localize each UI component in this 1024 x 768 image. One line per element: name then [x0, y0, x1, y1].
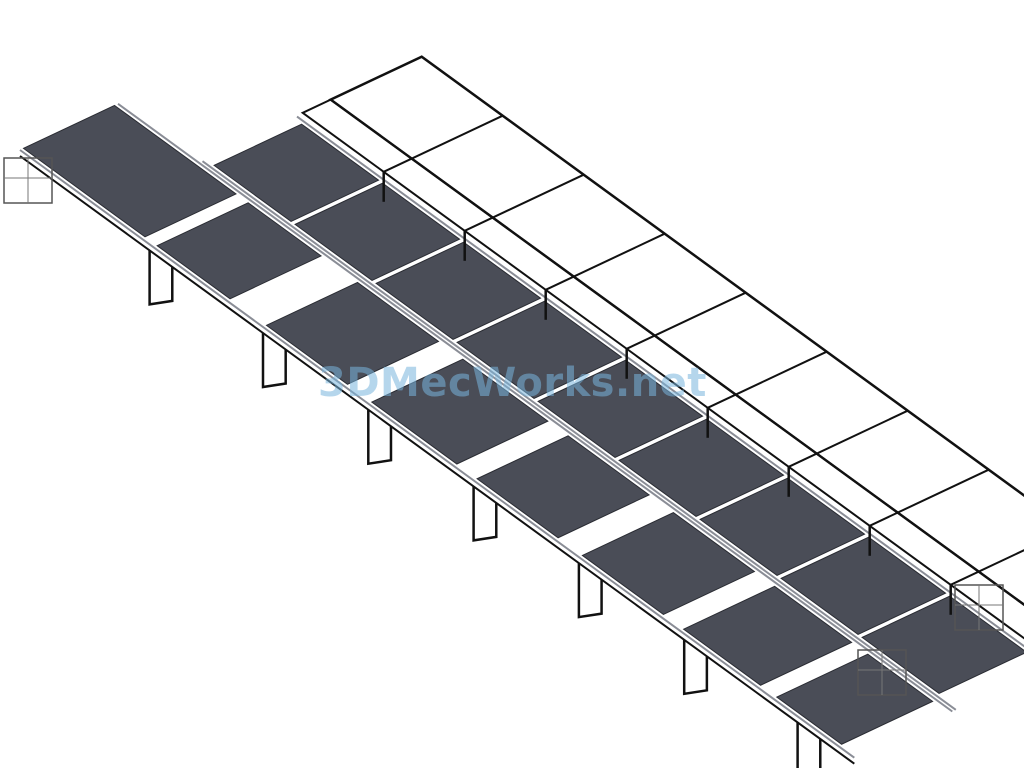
rear-plate [294, 182, 461, 282]
rear-plate [861, 595, 1024, 695]
deck-plate [370, 358, 549, 465]
rail-line [296, 115, 1024, 648]
rail-line [201, 160, 957, 711]
rail-line [19, 149, 855, 759]
deck-plate [22, 104, 237, 238]
table-leg [682, 639, 709, 696]
rear-plate [213, 123, 380, 223]
rear-plate [699, 477, 866, 577]
gantry-crossbar [950, 549, 1024, 586]
rear-plate [618, 418, 785, 518]
rear-plate [375, 241, 542, 341]
deck-plate [581, 511, 756, 616]
deck-plate [265, 281, 440, 385]
end-frames [3, 157, 1004, 696]
overhead-frame [300, 55, 1024, 640]
gantry-crossbar [545, 232, 666, 291]
table-legs [148, 250, 822, 768]
rear-plate [537, 359, 704, 459]
table-leg [148, 250, 174, 306]
table-rails [19, 102, 1024, 765]
table-leg [472, 486, 498, 542]
table-leg [367, 409, 393, 466]
gantry-crossbar [626, 291, 747, 350]
deck-plate [775, 653, 934, 745]
gantry-crossbar [707, 350, 828, 409]
front-edge-line [19, 155, 855, 765]
table-leg [796, 722, 822, 768]
deck-plate [682, 585, 853, 686]
gantry-inner [300, 98, 1024, 640]
rear-plate [780, 536, 947, 636]
table-leg [261, 333, 287, 389]
rail-line [117, 102, 953, 713]
table-leg [577, 563, 603, 619]
rear-plate [456, 300, 623, 400]
gantry-crossbar [464, 173, 585, 232]
gantry-crossbar [788, 409, 909, 468]
deck-plate [156, 202, 323, 300]
table-plates [22, 104, 1024, 745]
gantry-crossbar [383, 114, 504, 173]
gantry-crossbar [869, 468, 990, 527]
deck-plate [476, 435, 651, 539]
